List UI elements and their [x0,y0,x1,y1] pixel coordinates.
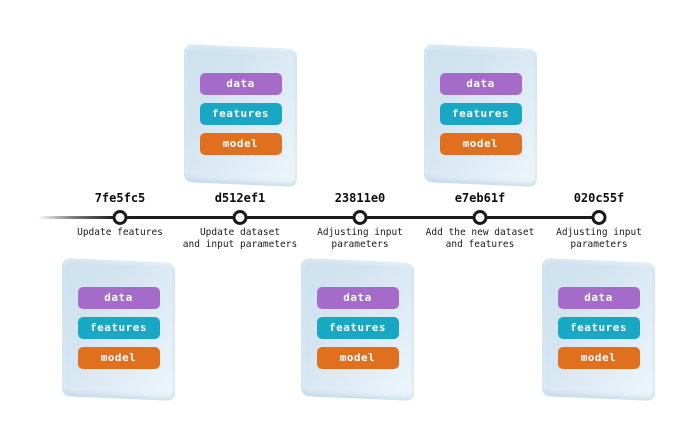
commit-message: Update features [77,227,163,238]
snapshot-card: data features model [62,258,175,401]
commit-hash: e7eb61f [454,191,506,205]
model-pill: model [199,133,282,155]
features-pill: features [557,317,640,339]
model-pill: model [77,347,160,369]
stack-list: data features model [424,44,537,155]
commit-node-icon [591,210,607,225]
commit-message: Adjusting input parameters [556,227,642,250]
commit-hash: 23811e0 [334,191,386,205]
features-pill: features [77,317,160,339]
data-pill: data [77,287,160,309]
timeline-line [38,216,599,219]
commit-node-icon [112,210,128,225]
stack-list: data features model [301,258,414,369]
stack-list: data features model [542,258,655,369]
data-pill: data [439,73,522,95]
commit-hash: 7fe5fc5 [94,191,146,205]
stack-list: data features model [184,44,297,155]
commit-node-icon [472,210,488,225]
commit-message: Add the new dataset and features [425,227,535,250]
commit-message: Update dataset and input parameters [182,227,298,250]
model-pill: model [557,347,640,369]
commit-hash: d512ef1 [214,191,266,205]
commit-node-icon [232,210,248,225]
snapshot-card: data features model [184,44,297,187]
data-pill: data [199,73,282,95]
features-pill: features [316,317,399,339]
features-pill: features [199,103,282,125]
commit-node-icon [352,210,368,225]
features-pill: features [439,103,522,125]
commit-hash: 020c55f [573,191,625,205]
data-pill: data [316,287,399,309]
snapshot-card: data features model [542,258,655,401]
snapshot-card: data features model [301,258,414,401]
data-pill: data [557,287,640,309]
stack-list: data features model [62,258,175,369]
commit-message: Adjusting input parameters [317,227,403,250]
snapshot-card: data features model [424,44,537,187]
model-pill: model [316,347,399,369]
model-pill: model [439,133,522,155]
